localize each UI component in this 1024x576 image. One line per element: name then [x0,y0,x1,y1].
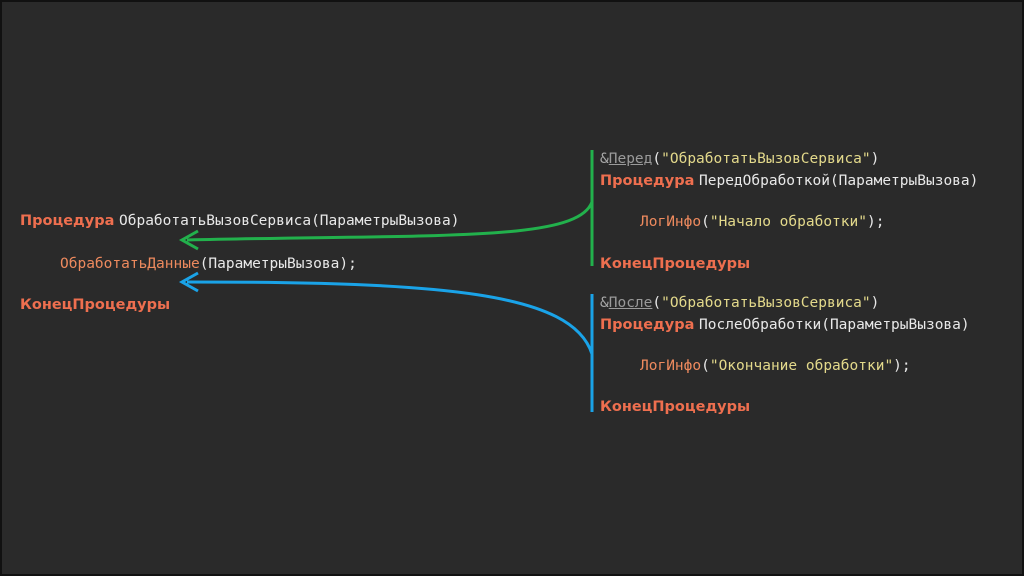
after-proc-name: ПослеОбработки [699,317,822,333]
main-proc-header: Процедура ОбработатьВызовСервиса(Парамет… [20,212,459,230]
main-proc-call: ОбработатьДанные(ПараметрыВызова); [60,255,357,273]
before-arrow [186,201,594,242]
annotation-target: "ОбработатьВызовСервиса" [661,151,871,167]
keyword-procedure: Процедура [600,317,695,333]
main-proc-params: (ПараметрыВызова) [311,213,460,229]
log-message: "Окончание обработки" [709,358,894,374]
log-call-name: ЛогИнфо [640,358,702,374]
before-arrowhead [178,229,199,251]
keyword-procedure: Процедура [600,173,695,189]
before-log-call: ЛогИнфо("Начало обработки"); [640,214,885,230]
after-log-call: ЛогИнфо("Окончание обработки"); [640,358,911,374]
after-arrowhead [178,271,199,293]
annotation-before: Перед [608,151,653,167]
after-annotation: &После("ОбработатьВызовСервиса") [600,295,880,311]
keyword-end-procedure: КонецПроцедуры [20,297,171,313]
keyword-end-procedure: КонецПроцедуры [600,399,751,415]
after-arrow [186,280,594,355]
log-call-name: ЛогИнфо [640,214,702,230]
main-proc-end: КонецПроцедуры [20,296,170,314]
annotation-target: "ОбработатьВызовСервиса" [661,295,871,311]
keyword-procedure: Процедура [20,213,115,229]
call-name: ОбработатьДанные [60,256,200,272]
keyword-end-procedure: КонецПроцедуры [600,256,751,272]
before-proc-name: ПередОбработкой [699,173,830,189]
call-args: (ПараметрыВызова); [199,256,357,272]
after-proc-end: КонецПроцедуры [600,398,750,416]
before-proc-end: КонецПроцедуры [600,255,750,273]
annotation-after: После [608,295,653,311]
after-proc-header: Процедура ПослеОбработки(ПараметрыВызова… [600,317,970,333]
main-proc-name: ОбработатьВызовСервиса [119,213,312,229]
log-message: "Начало обработки" [709,214,867,230]
before-annotation: &Перед("ОбработатьВызовСервиса") [600,151,880,167]
before-proc-header: Процедура ПередОбработкой(ПараметрыВызов… [600,173,979,189]
